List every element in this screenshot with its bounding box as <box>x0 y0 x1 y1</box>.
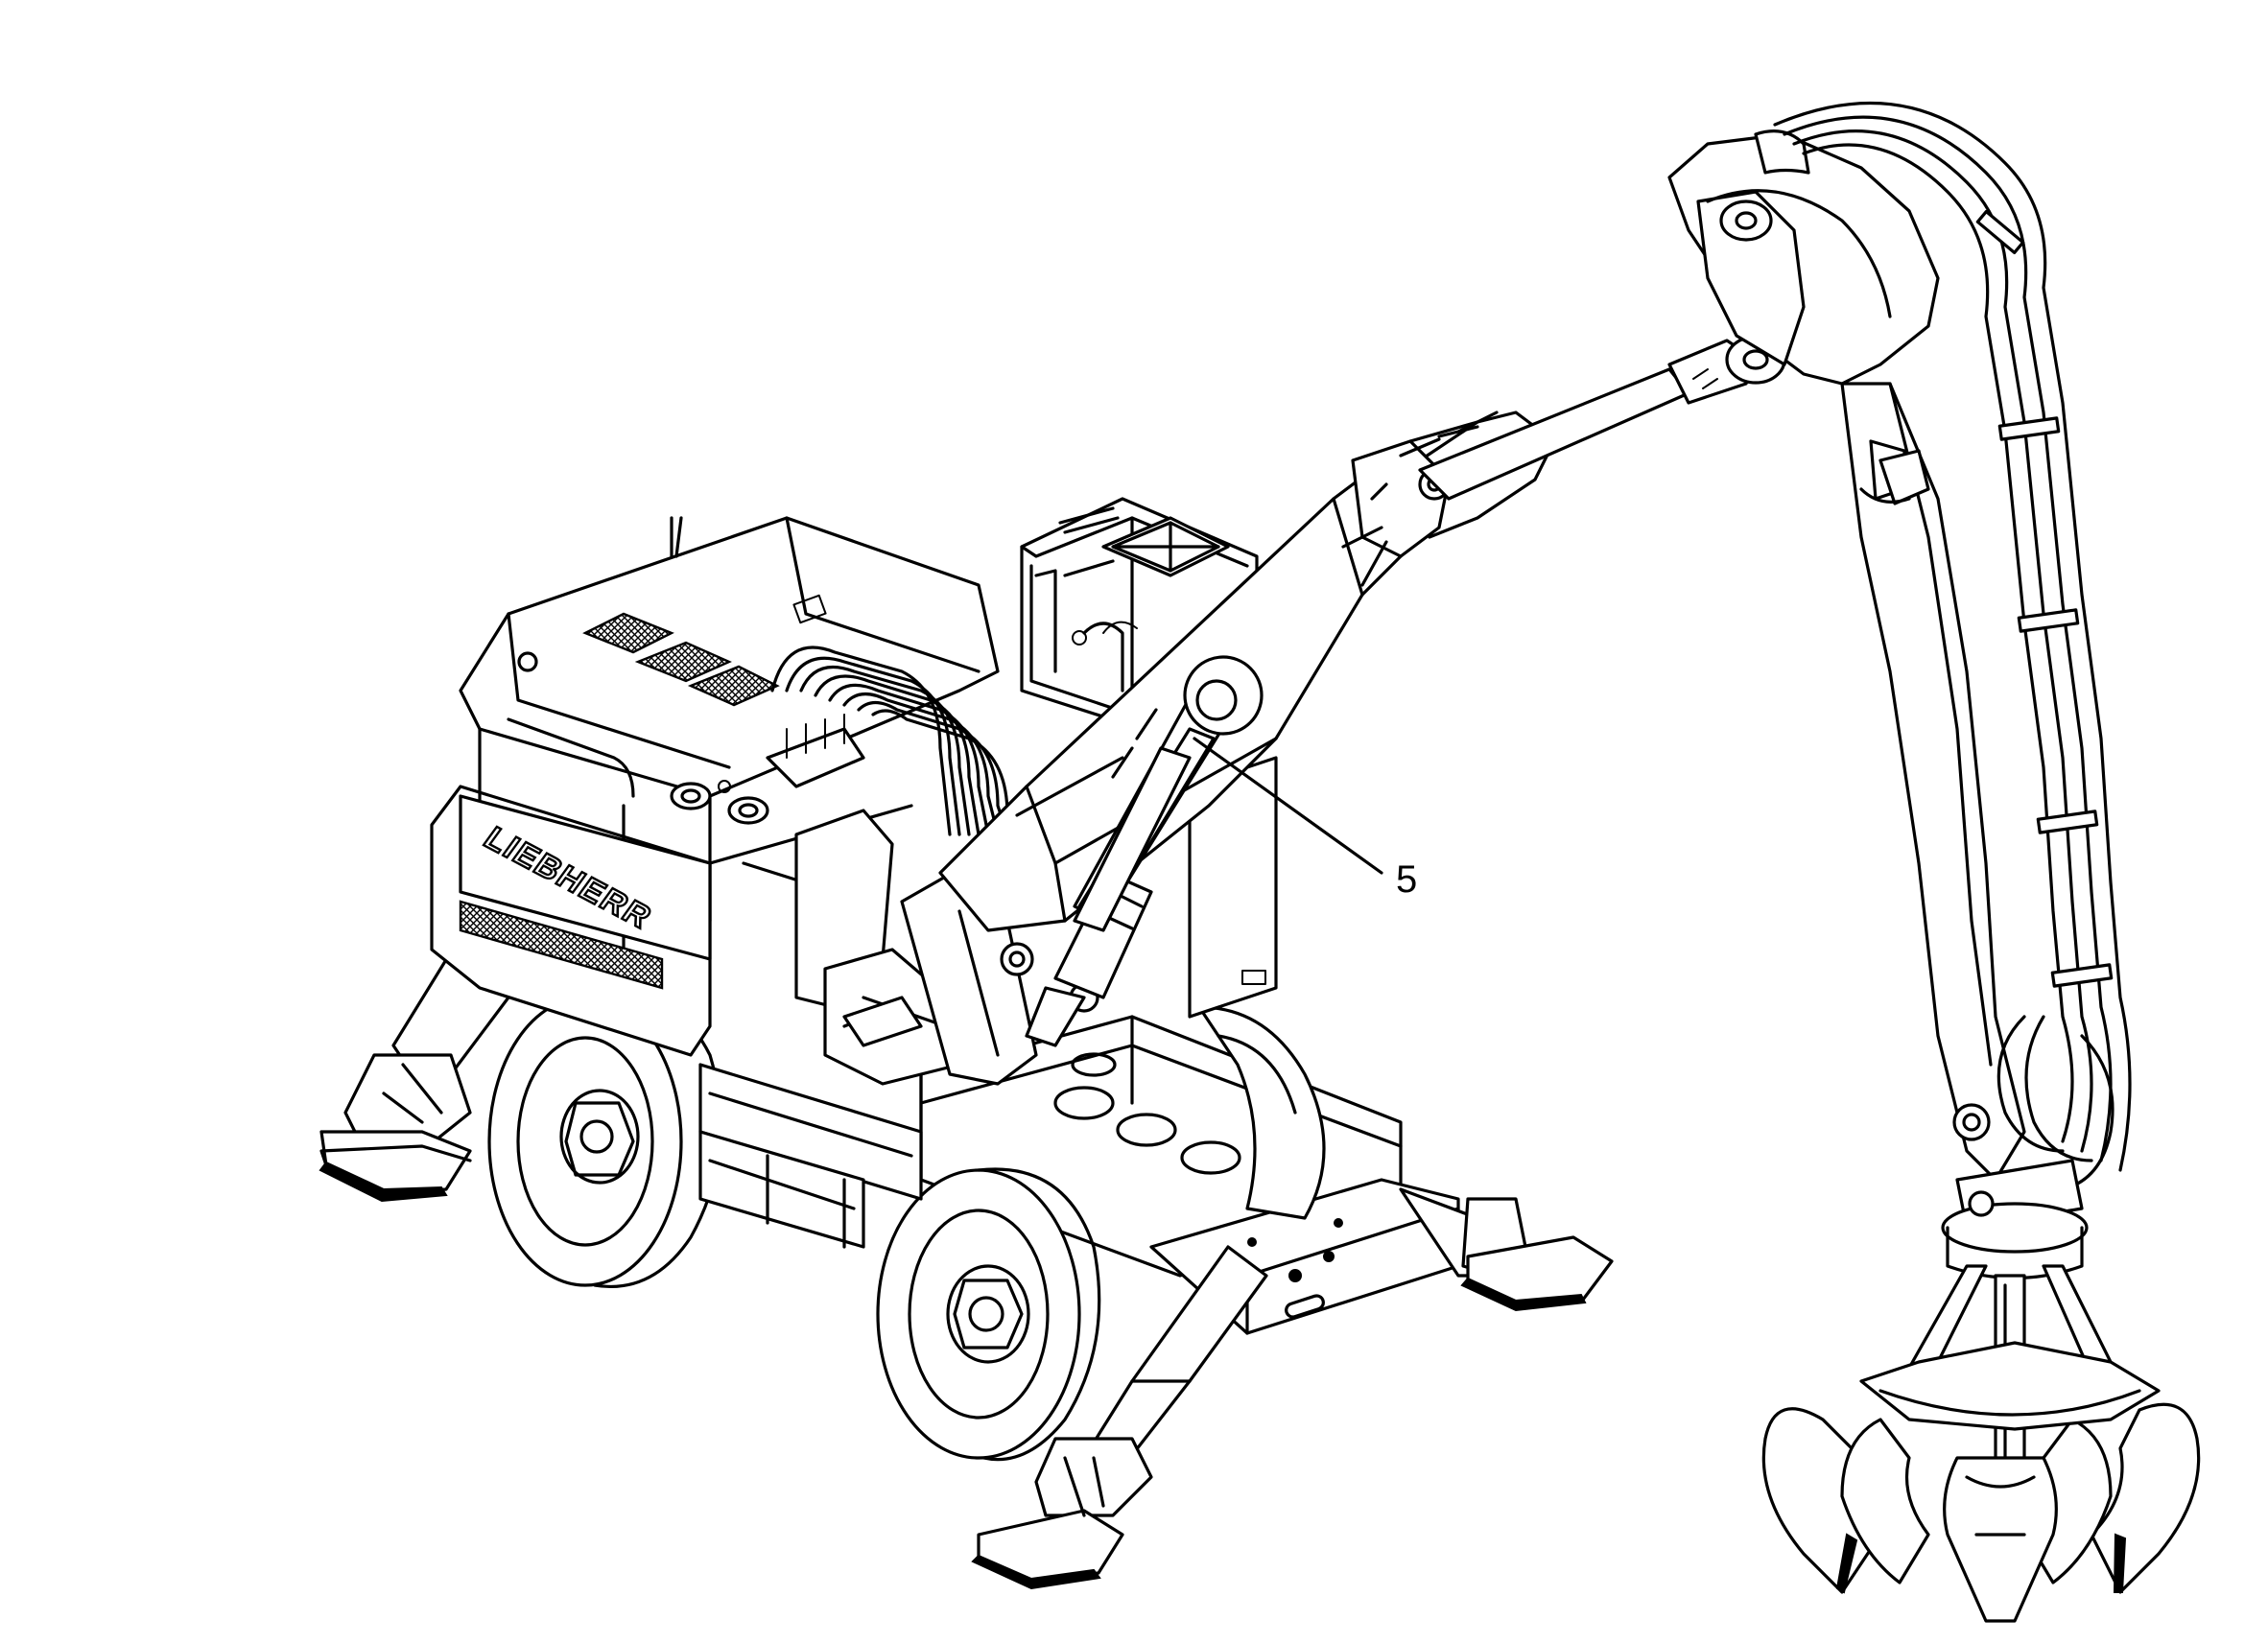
upper-carriage: LIEBHERR <box>430 516 1000 1057</box>
access-steps <box>698 1063 923 1249</box>
boom-lift-cylinder <box>1025 655 1264 1047</box>
hydraulic-hoses <box>766 645 1019 836</box>
front-right-outrigger <box>1460 1197 1614 1312</box>
stick-arm <box>1667 101 2132 1191</box>
front-wheel <box>876 1167 1101 1462</box>
callout-label: 5 <box>1396 858 1417 901</box>
rotator <box>1941 1103 2089 1280</box>
front-left-outrigger <box>971 1437 1153 1590</box>
orange-peel-grab <box>1761 1264 2201 1623</box>
callout-5: 5 <box>1193 737 1417 901</box>
rear-wheel-inner <box>1197 1005 1326 1220</box>
stick-cylinder <box>1399 335 1786 501</box>
callout-leader-line <box>1193 737 1383 875</box>
